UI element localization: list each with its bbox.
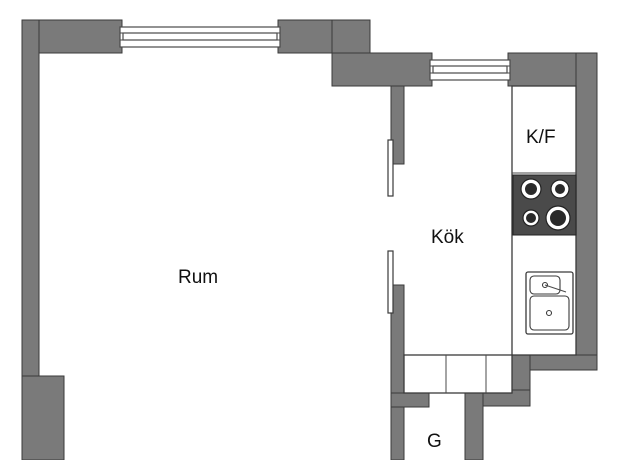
stove-icon bbox=[512, 174, 577, 236]
sink-icon bbox=[525, 271, 574, 335]
window-main bbox=[119, 26, 281, 48]
room-label-kok: Kök bbox=[431, 227, 464, 248]
door-leaf-upper bbox=[387, 139, 394, 197]
wall-bottom-right-vert bbox=[464, 389, 484, 460]
wall-partition-upper bbox=[390, 85, 405, 165]
wall-left-lower bbox=[21, 375, 65, 460]
wall-right bbox=[575, 52, 598, 371]
window-kitchen bbox=[429, 59, 511, 81]
door-leaf-lower bbox=[387, 250, 394, 314]
lower-cabinets bbox=[403, 354, 513, 394]
wall-g-top bbox=[390, 392, 430, 408]
wall-left-upper bbox=[21, 19, 40, 381]
room-label-kf: K/F bbox=[526, 127, 556, 148]
room-label-g: G bbox=[427, 431, 442, 452]
wall-kitchen-top-left bbox=[331, 52, 433, 87]
walls bbox=[21, 19, 598, 460]
room-label-rum: Rum bbox=[178, 267, 218, 288]
